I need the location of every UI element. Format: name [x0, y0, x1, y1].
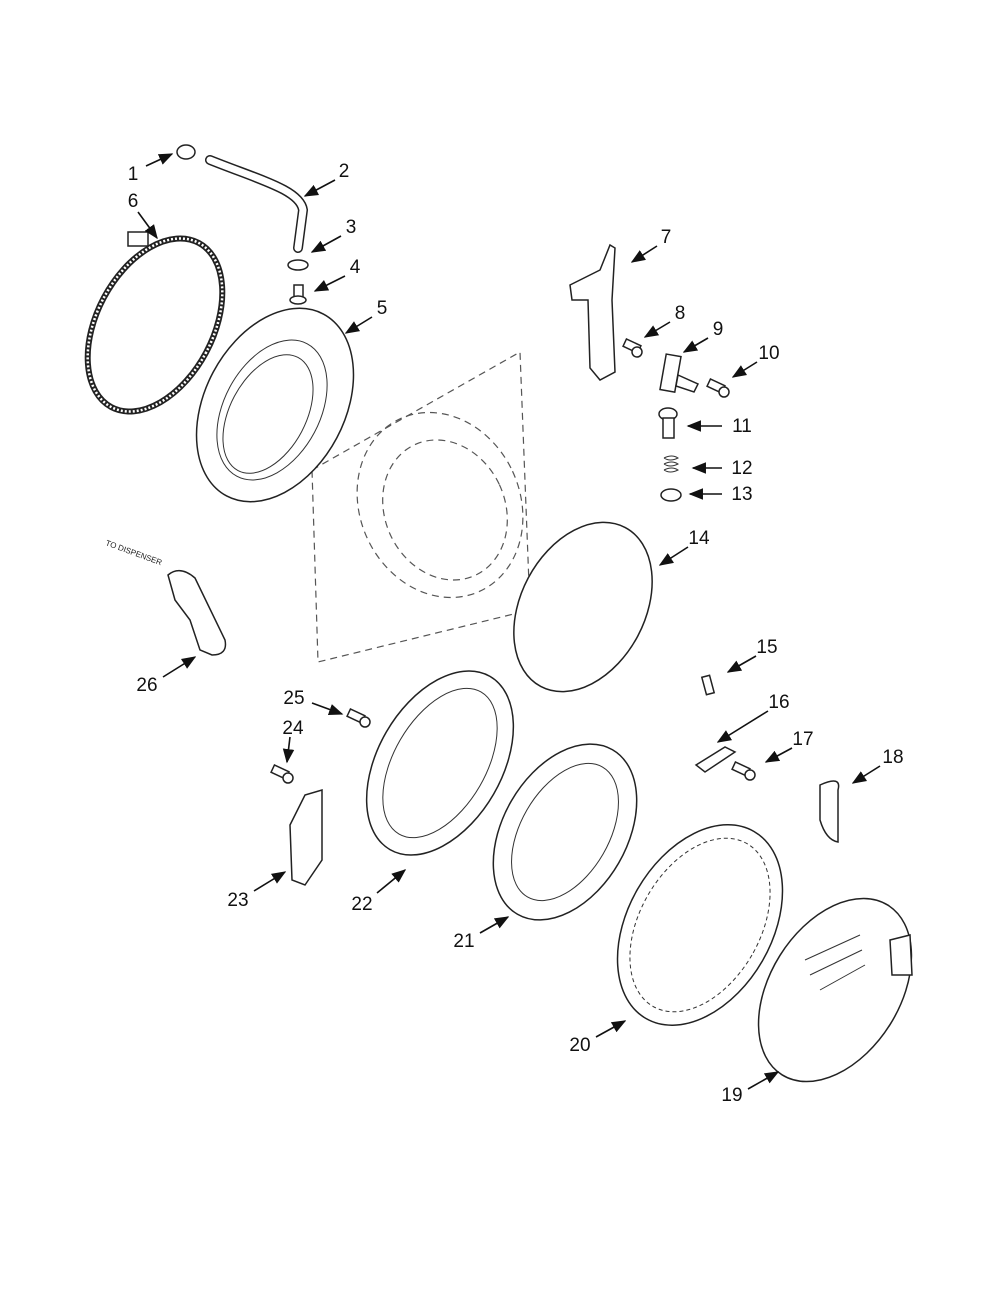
callout-14: 14	[688, 528, 710, 549]
part-5-bellow	[195, 307, 355, 503]
callout-17: 17	[792, 729, 813, 750]
part-25-screw	[346, 707, 371, 728]
part-20-door-frame	[616, 824, 784, 1026]
callout-20: 20	[569, 1035, 590, 1056]
callout-25: 25	[283, 688, 304, 709]
part-24-screw	[270, 763, 294, 784]
callout-18: 18	[882, 747, 903, 768]
part-4-fitting	[289, 284, 307, 305]
part-1-clamp	[176, 144, 196, 160]
part-13-washer	[660, 488, 682, 502]
callout-19: 19	[721, 1085, 742, 1106]
part-22-inner-frame	[365, 670, 515, 856]
callout-9: 9	[713, 319, 724, 340]
callout-24: 24	[282, 718, 304, 739]
part-9-strike	[659, 353, 700, 393]
callout-16: 16	[768, 692, 789, 713]
part-10-screw	[706, 377, 730, 398]
callout-13: 13	[731, 484, 752, 505]
part-3-washer	[287, 259, 309, 271]
part-14-gasket	[513, 521, 653, 693]
part-17-screw	[731, 760, 756, 781]
part-21-door-glass	[492, 743, 638, 921]
callout-5: 5	[377, 298, 388, 319]
callout-4: 4	[350, 257, 361, 278]
callout-15: 15	[756, 637, 777, 658]
part-2-hose	[205, 155, 309, 253]
callout-1: 1	[128, 164, 139, 185]
callout-11: 11	[732, 416, 752, 437]
callout-3: 3	[346, 217, 357, 238]
part-12-spring	[663, 455, 679, 473]
callout-23: 23	[227, 890, 248, 911]
part-19-outer-door	[757, 897, 913, 1083]
callout-7: 7	[661, 227, 672, 248]
callout-2: 2	[339, 161, 350, 182]
callout-10: 10	[758, 343, 779, 364]
callout-21: 21	[453, 931, 474, 952]
callout-6: 6	[128, 191, 139, 212]
part-26-dispenser-hose: TO DISPENSER	[104, 538, 227, 656]
part-18-cover	[819, 780, 840, 843]
callout-26: 26	[136, 675, 157, 696]
part-8-screw	[622, 337, 643, 358]
callout-12: 12	[731, 458, 752, 479]
callout-22: 22	[351, 894, 372, 915]
part-16-plate	[694, 746, 737, 773]
part-15-clip	[700, 674, 716, 696]
callout-labels: 1 2 3 4 5 6 7 8 9 10 11 12 13 14 15 16 1…	[128, 161, 904, 1106]
callout-arrows	[137, 153, 881, 1090]
to-dispenser-note: TO DISPENSER	[104, 538, 163, 567]
part-7-latch-bracket	[569, 243, 616, 381]
part-23-hinge	[289, 788, 323, 886]
callout-8: 8	[675, 303, 686, 324]
part-11-plunger	[658, 407, 678, 439]
part-6-clamp-ring	[84, 231, 226, 415]
